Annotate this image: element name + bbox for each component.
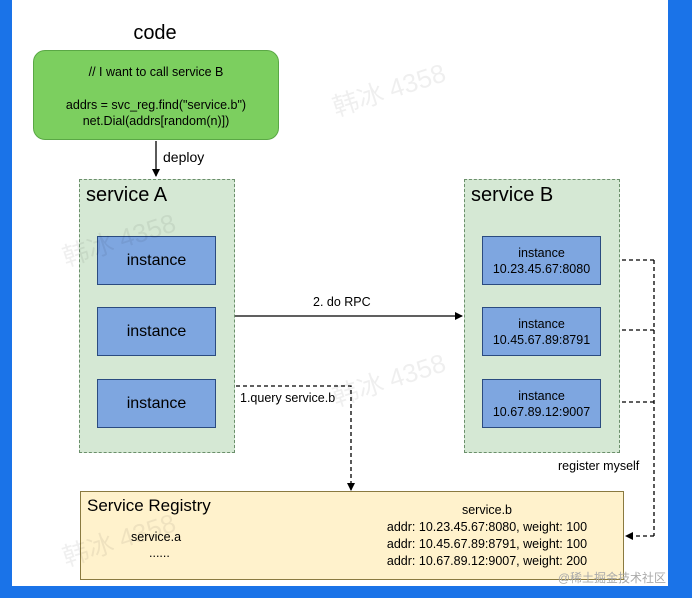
rpc-label: 2. do RPC [313,295,371,309]
frame-edge-bottom [0,586,692,598]
service-a-instance-1: instance [97,236,216,285]
frame-edge-left [0,0,12,598]
service-b-instance-3: instance 10.67.89.12:9007 [482,379,601,428]
service-a-instance-3: instance [97,379,216,428]
register-label: register myself [558,459,640,473]
code-comment: // I want to call service B [88,65,224,79]
service-b-title: service B [471,184,554,206]
query-arrow [236,385,355,491]
registry-entry-2: addr: 10.45.67.89:8791, weight: 100 [386,537,588,551]
instance-address: 10.23.45.67:8080 [492,261,591,276]
service-b-instance-1: instance 10.23.45.67:8080 [482,236,601,285]
query-label: 1.query service.b [240,391,336,405]
registry-entry-1: addr: 10.23.45.67:8080, weight: 100 [386,520,588,534]
service-registry-box [80,491,624,580]
instance-address: 10.45.67.89:8791 [492,332,591,347]
instance-label: instance [518,245,565,260]
registry-service-b: service.b [461,503,513,517]
deploy-label: deploy [163,149,205,165]
service-registry-title: Service Registry [87,496,211,515]
registry-ellipsis: ...... [149,546,170,560]
instance-label: instance [518,316,565,331]
frame-edge-right [668,0,692,598]
code-line-find: addrs = svc_reg.find("service.b") [65,98,247,112]
code-box [33,50,279,140]
code-title: code [133,22,177,44]
code-line-dial: net.Dial(addrs[random(n)]) [82,114,230,128]
instance-address: 10.67.89.12:9007 [492,404,591,419]
footer-watermark: @稀土掘金技术社区 [557,571,666,585]
service-a-title: service A [86,184,168,206]
registry-service-a: service.a [131,530,182,544]
instance-label: instance [518,388,565,403]
service-b-instance-2: instance 10.45.67.89:8791 [482,307,601,356]
registry-entry-3: addr: 10.67.89.12:9007, weight: 200 [386,554,588,568]
service-a-instance-2: instance [97,307,216,356]
